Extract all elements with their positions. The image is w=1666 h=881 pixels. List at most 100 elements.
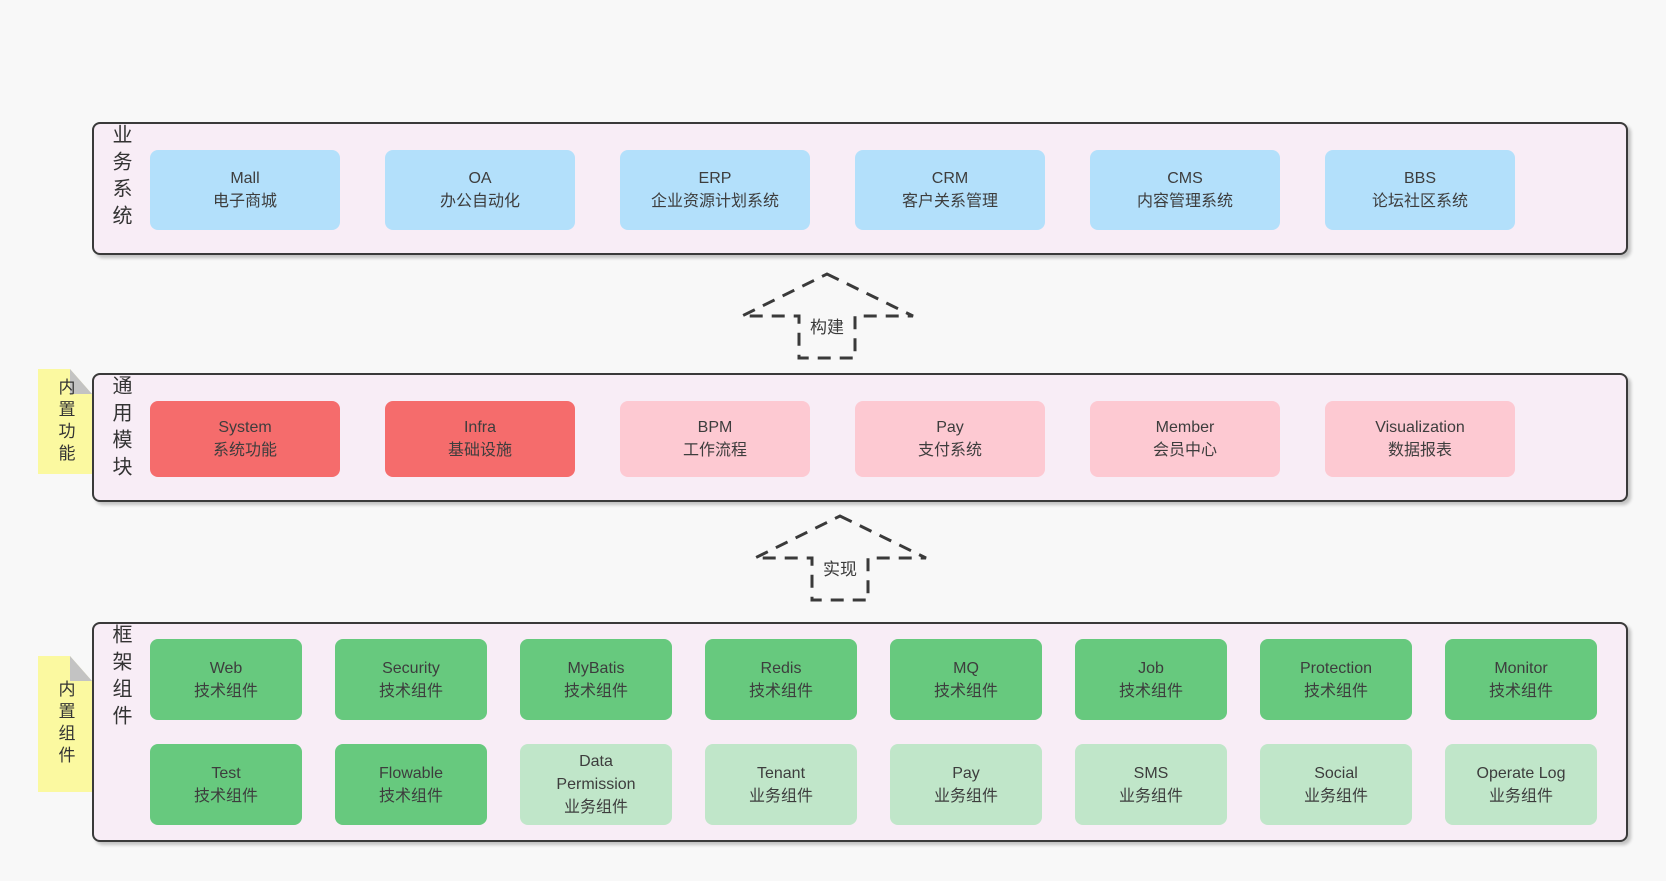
module-name: Security (382, 659, 440, 677)
module-subtitle: 会员中心 (1152, 442, 1217, 459)
module-box-system: System 系统功能 (150, 401, 340, 477)
module-box-social: Social 业务组件 (1260, 744, 1412, 825)
module-box-data-permission: Data Permission 业务组件 (520, 744, 672, 825)
framework-components-label: 框架组件 (109, 624, 131, 732)
module-name: BPM (697, 419, 733, 436)
module-box-operate-log: Operate Log 业务组件 (1445, 744, 1597, 825)
module-name: Infra (463, 419, 496, 436)
module-subtitle: 业务组件 (563, 799, 628, 816)
module-subtitle: 技术组件 (1118, 682, 1183, 700)
module-name: ERP (698, 170, 732, 187)
module-name: MyBatis (567, 659, 625, 677)
module-subtitle: 技术组件 (378, 682, 443, 700)
business-systems-label: 业务系统 (109, 124, 131, 232)
module-box-job: Job 技术组件 (1075, 639, 1227, 720)
module-subtitle: 客户关系管理 (901, 193, 998, 210)
module-subtitle: 系统功能 (212, 442, 277, 459)
module-box-oa: OA 办公自动化 (385, 150, 575, 230)
built-in-components-label: 内置组件 (55, 680, 75, 768)
module-box-crm: CRM 客户关系管理 (855, 150, 1045, 230)
common-modules-row: System 系统功能 Infra 基础设施 BPM 工作流程 Pay 支付系统… (150, 401, 1515, 477)
business-systems-panel: 业务系统 Mall 电子商城 OA 办公自动化 ERP 企业资源计划系统 CRM… (92, 122, 1628, 255)
up-arrow-icon: 构建 (741, 272, 914, 360)
module-subtitle: 基础设施 (447, 442, 512, 459)
framework-components-panel: 内置组件 框架组件 Web 技术组件 Security 技术组件 MyBatis… (92, 622, 1628, 842)
common-modules-panel: 内置功能 通用模块 System 系统功能 Infra 基础设施 BPM 工作流… (92, 369, 1628, 502)
module-box-sms: SMS 业务组件 (1075, 744, 1227, 825)
module-subtitle: 业务组件 (1488, 787, 1553, 805)
module-name: Social (1314, 764, 1358, 782)
business-systems-row: Mall 电子商城 OA 办公自动化 ERP 企业资源计划系统 CRM 客户关系… (150, 150, 1515, 230)
module-subtitle: 业务组件 (1303, 787, 1368, 805)
module-box-security: Security 技术组件 (335, 639, 487, 720)
sticky-note-fold-icon (70, 656, 92, 681)
module-name: Job (1138, 659, 1164, 677)
build-arrow-label: 构建 (810, 318, 844, 337)
module-subtitle: 业务组件 (1118, 787, 1183, 805)
module-name: MQ (953, 659, 979, 677)
module-name: CRM (931, 170, 969, 187)
module-box-test: Test 技术组件 (150, 744, 302, 825)
framework-row-1: Web 技术组件 Security 技术组件 MyBatis 技术组件 Redi… (150, 639, 1597, 720)
implement-arrow-label: 实现 (823, 560, 857, 579)
module-name: Monitor (1494, 659, 1548, 677)
module-subtitle: 内容管理系统 (1136, 193, 1233, 210)
module-box-bpm: BPM 工作流程 (620, 401, 810, 477)
module-box-pay-business: Pay 业务组件 (890, 744, 1042, 825)
module-name: Protection (1299, 659, 1373, 677)
module-subtitle: 企业资源计划系统 (650, 193, 779, 210)
module-subtitle: 技术组件 (748, 682, 813, 700)
module-box-cms: CMS 内容管理系统 (1090, 150, 1280, 230)
built-in-components-note: 内置组件 (38, 656, 92, 792)
module-subtitle: 技术组件 (1303, 682, 1368, 700)
module-subtitle: 办公自动化 (439, 193, 520, 210)
up-arrow-icon: 实现 (754, 514, 927, 602)
built-in-features-label: 内置功能 (55, 377, 75, 466)
module-name: Member (1155, 419, 1215, 436)
build-arrow: 构建 (735, 270, 920, 362)
module-name: Pay (952, 764, 980, 782)
module-name: SMS (1133, 764, 1169, 782)
module-name: CMS (1167, 170, 1203, 187)
module-name: Flowable (378, 764, 444, 782)
module-box-mall: Mall 电子商城 (150, 150, 340, 230)
common-modules-label: 通用模块 (109, 375, 131, 483)
module-name: Test (211, 764, 241, 782)
module-name: OA (468, 170, 492, 187)
module-name: Redis (760, 659, 802, 677)
module-name: Mall (230, 170, 260, 187)
module-box-web: Web 技术组件 (150, 639, 302, 720)
module-box-member: Member 会员中心 (1090, 401, 1280, 477)
module-subtitle: 数据报表 (1387, 442, 1452, 459)
module-subtitle: 技术组件 (193, 787, 258, 805)
module-box-monitor: Monitor 技术组件 (1445, 639, 1597, 720)
module-subtitle: 技术组件 (933, 682, 998, 700)
module-subtitle: 工作流程 (682, 442, 747, 459)
module-box-mybatis: MyBatis 技术组件 (520, 639, 672, 720)
module-box-erp: ERP 企业资源计划系统 (620, 150, 810, 230)
module-box-bbs: BBS 论坛社区系统 (1325, 150, 1515, 230)
module-name: Tenant (756, 764, 806, 782)
module-name: Pay (936, 419, 964, 436)
module-name: Operate Log (1476, 764, 1566, 782)
module-subtitle: 论坛社区系统 (1371, 193, 1468, 210)
module-subtitle: 技术组件 (1488, 682, 1553, 700)
module-box-redis: Redis 技术组件 (705, 639, 857, 720)
module-subtitle: 业务组件 (933, 787, 998, 805)
module-name: System (218, 419, 272, 436)
module-box-infra: Infra 基础设施 (385, 401, 575, 477)
module-subtitle: 支付系统 (917, 442, 982, 459)
module-subtitle: 技术组件 (563, 682, 628, 700)
module-box-visualization: Visualization 数据报表 (1325, 401, 1515, 477)
module-box-tenant: Tenant 业务组件 (705, 744, 857, 825)
module-name: Data Permission (556, 753, 636, 793)
module-box-protection: Protection 技术组件 (1260, 639, 1412, 720)
module-subtitle: 技术组件 (193, 682, 258, 700)
module-subtitle: 技术组件 (378, 787, 443, 805)
module-box-pay: Pay 支付系统 (855, 401, 1045, 477)
framework-row-2: Test 技术组件 Flowable 技术组件 Data Permission … (150, 744, 1597, 825)
implement-arrow: 实现 (748, 512, 933, 604)
module-box-mq: MQ 技术组件 (890, 639, 1042, 720)
module-name: Web (209, 659, 243, 677)
built-in-features-note: 内置功能 (38, 369, 92, 474)
